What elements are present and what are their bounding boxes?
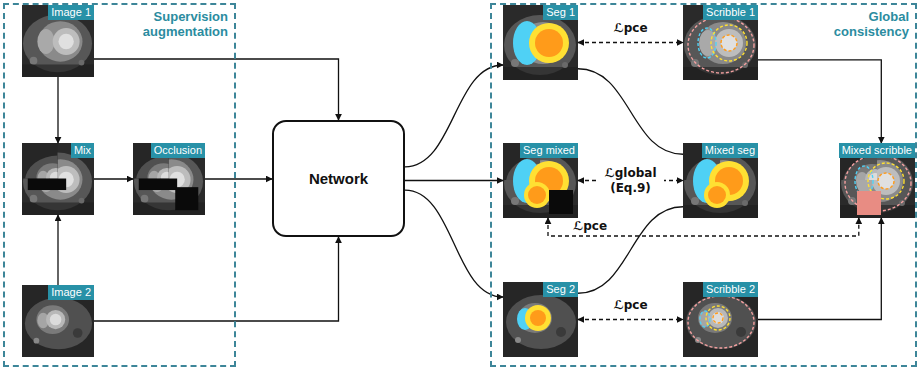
image-tile: Scribble 2 — [683, 282, 758, 357]
occlusion-image — [133, 143, 205, 215]
flow-arrow — [758, 60, 881, 143]
image-1 — [22, 5, 94, 77]
flow-arrow — [57, 77, 58, 143]
loss-label: ℒpce — [611, 21, 649, 36]
scribble-2-image — [683, 282, 758, 357]
flow-arrow — [405, 190, 503, 297]
panel-title: Global consistency — [824, 9, 909, 39]
image-label: Image 2 — [48, 285, 94, 300]
flow-arrow — [94, 59, 339, 120]
image-label: Mixed seg — [702, 143, 758, 158]
flow-arrow — [405, 65, 503, 167]
image-label: Scribble 2 — [703, 282, 758, 297]
loss-connector — [578, 319, 683, 320]
image-tile: Seg 1 — [503, 5, 578, 80]
image-label: Image 1 — [48, 5, 94, 20]
image-tile: Image 2 — [22, 285, 94, 357]
network-box: Network — [272, 120, 405, 237]
image-2 — [22, 285, 94, 357]
image-label: Scribble 1 — [703, 5, 758, 20]
image-tile: Seg mixed — [503, 143, 578, 218]
flow-arrow — [57, 215, 58, 285]
image-tile: Occlusion — [133, 143, 205, 215]
seg-2-image — [503, 282, 578, 357]
image-tile: Seg 2 — [503, 282, 578, 357]
image-label: Seg 2 — [543, 282, 578, 297]
flow-arrow — [94, 237, 339, 321]
loss-label: ℒglobal (Eq.9) — [598, 166, 664, 196]
flow-arrow — [94, 178, 133, 179]
image-label: Mixed scribble — [839, 143, 915, 158]
loss-label: ℒpce — [571, 219, 609, 234]
panel-title: Supervision augmentation — [128, 9, 228, 39]
loss-connector — [578, 42, 683, 43]
image-tile: Mixed scribble — [840, 143, 915, 218]
image-tile: Scribble 1 — [683, 5, 758, 80]
panel-frame: Global consistency Seg 1 Scribble 1 Seg mix… — [490, 3, 917, 367]
seg-mixed-image — [503, 143, 578, 218]
image-label: Mix — [71, 143, 94, 158]
panel-frame: Supervision augmentation Image 1 Mix Occlus… — [3, 3, 236, 367]
flow-arrow — [405, 180, 503, 181]
flow-arrow — [758, 218, 881, 320]
loss-label: ℒpce — [611, 298, 649, 313]
image-tile: Mix — [22, 143, 94, 215]
image-label: Occlusion — [151, 143, 205, 158]
flow-arrow — [205, 178, 272, 179]
flow-arrow — [578, 69, 683, 155]
mix-image — [22, 143, 94, 215]
network-label: Network — [309, 170, 368, 187]
image-label: Seg mixed — [520, 143, 578, 158]
seg-1-image — [503, 5, 578, 80]
loss-connector — [548, 218, 859, 236]
image-label: Seg 1 — [543, 5, 578, 20]
image-tile: Mixed seg — [683, 143, 758, 218]
image-tile: Image 1 — [22, 5, 94, 77]
scribble-1-image — [683, 5, 758, 80]
mixed-seg-image — [683, 143, 758, 218]
